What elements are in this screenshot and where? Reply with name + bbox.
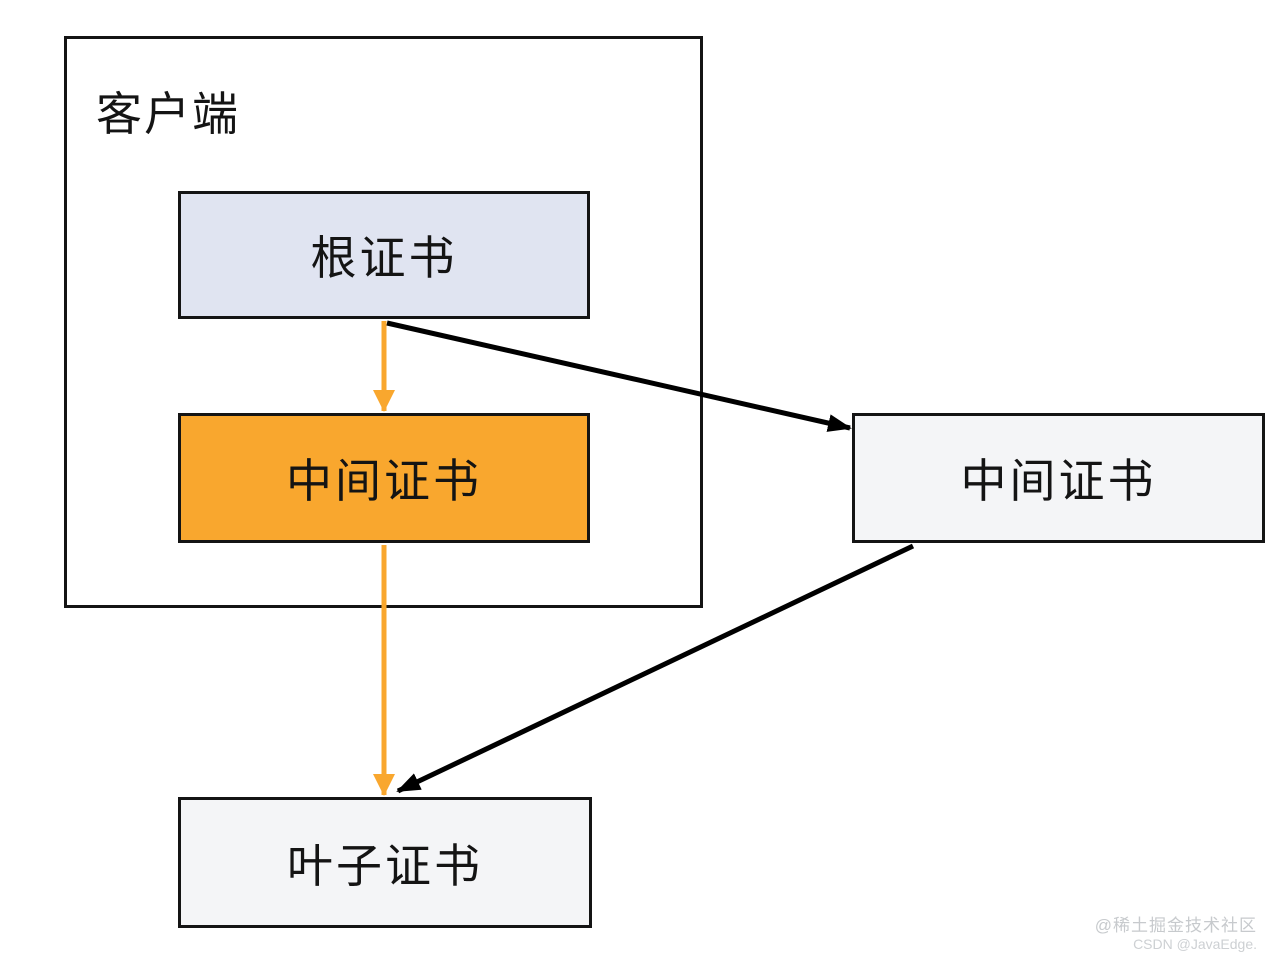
- node-intermediate-certificate-local: 中间证书: [178, 413, 590, 543]
- node-root-certificate-label: 根证书: [310, 232, 458, 284]
- node-intermediate-certificate-remote: 中间证书: [852, 413, 1265, 543]
- node-leaf-certificate: 叶子证书: [178, 797, 592, 928]
- node-root-certificate: 根证书: [178, 191, 590, 319]
- node-leaf-certificate-label: 叶子证书: [287, 839, 483, 892]
- watermark-community-text: @稀土掘金技术社区: [1094, 916, 1257, 936]
- watermark: @稀土掘金技术社区 CSDN @JavaEdge.: [1095, 916, 1257, 952]
- client-label: 客户端: [96, 88, 240, 140]
- node-intermediate-certificate-remote-label: 中间证书: [960, 455, 1157, 507]
- node-intermediate-certificate-local-label: 中间证书: [286, 455, 482, 507]
- watermark-author-text: CSDN @JavaEdge.: [1133, 935, 1257, 952]
